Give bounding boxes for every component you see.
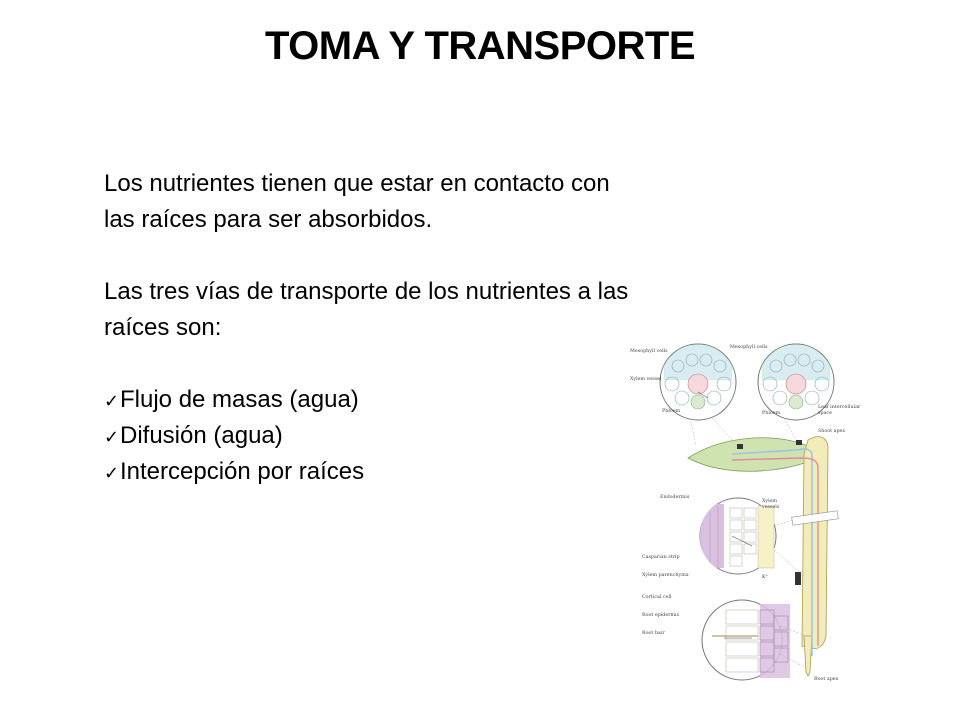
label-casparian-strip: Casparian strip [642,554,680,560]
paragraph-transport-routes: Las tres vías de transporte de los nutri… [104,274,824,346]
transport-routes-list: ✓ Flujo de masas (agua) ✓ Difusión (agua… [104,382,824,490]
paragraph-contact: Los nutrientes tienen que estar en conta… [104,166,824,238]
list-item: ✓ Intercepción por raíces [104,454,824,490]
paragraph-transport-line-1: Las tres vías de transporte de los nutri… [104,278,629,305]
label-xylem-vessels-line-1: Xylem [762,498,777,504]
stem-shape [801,436,829,649]
plant-transport-diagram: Mesophyll cells Mesophyll cells Xylem ve… [612,336,874,708]
check-mark-icon: ✓ [104,427,120,447]
label-mesophyll-cells-left: Mesophyll cells [630,348,668,354]
step-markers [737,440,802,585]
slide-title: TOMA Y TRANSPORTE [264,24,696,68]
label-leaf-intercellular: Leaf intercellular [818,404,861,410]
root-shape [803,635,813,677]
label-leaf-space: space [818,411,832,416]
leaf-section-left-circle [659,343,737,421]
xylem-flow-lines [731,448,813,656]
check-mark-icon: ✓ [104,391,120,411]
label-xylem-vessel-top: Xylem vessel [630,376,662,382]
paragraph-contact-line-2: las raíces para ser absorbidos. [104,206,433,233]
root-hair-circle [701,599,790,681]
list-item-label: Intercepción por raíces [120,458,365,485]
leaf-shape [687,437,809,472]
leaf-section-right-circle [757,343,835,421]
label-root-epidermis: Root epidermis [642,612,680,618]
label-cortical-cell: Cortical cell [642,594,672,600]
label-phloem-right: Phloem [762,410,781,416]
label-xylem-vessels-line-2: vessels [761,504,780,510]
root-endodermis-circle [699,497,777,575]
label-root-apex: Root apex [814,676,839,682]
plant-transport-diagram-svg: Mesophyll cells Mesophyll cells Xylem ve… [630,343,861,682]
label-xylem-parenchyma: Xylem parenchyma [642,572,689,578]
label-mesophyll-cells-center: Mesophyll cells [730,344,768,350]
phloem-flow-lines [731,457,819,646]
list-item-label: Difusión (agua) [120,422,283,449]
check-mark-icon: ✓ [104,463,120,483]
label-shoot-apex: Shoot apex [818,428,845,434]
label-phloem-left: Phloem [662,408,681,414]
list-item-label: Flujo de masas (agua) [120,386,359,413]
paragraph-contact-line-1: Los nutrientes tienen que estar en conta… [104,170,610,197]
label-endodermis: Endodermis [660,494,690,500]
label-ion: K⁺ [762,574,769,580]
label-root-hair: Root hair [642,630,665,636]
list-item: ✓ Difusión (agua) [104,418,824,454]
list-item: ✓ Flujo de masas (agua) [104,382,824,418]
paragraph-transport-line-2: raíces son: [104,314,222,341]
slide-body: Los nutrientes tienen que estar en conta… [104,166,824,490]
